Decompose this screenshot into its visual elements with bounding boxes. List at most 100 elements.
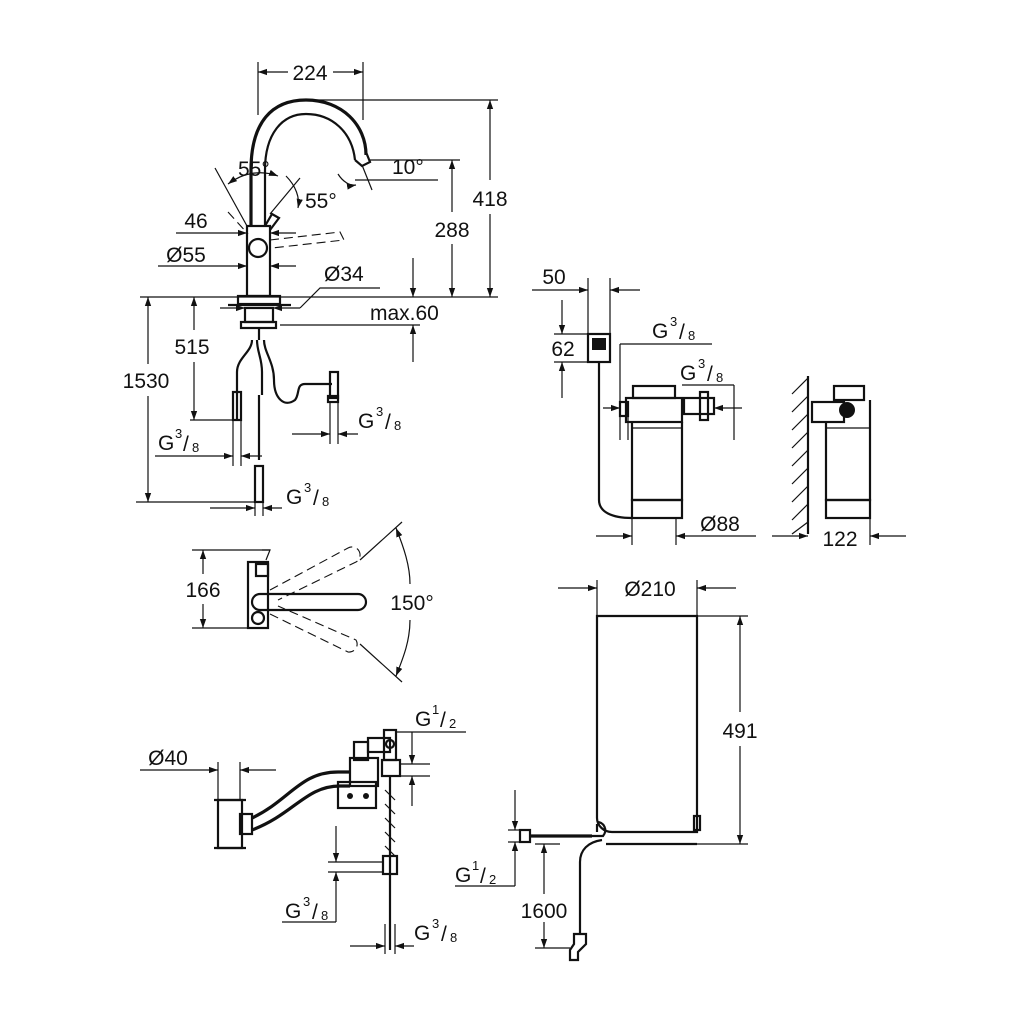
faucet-joint <box>247 237 269 259</box>
dia-210: Ø210 <box>624 578 675 601</box>
dim-515: 515 <box>174 336 209 359</box>
svg-text:/: / <box>313 487 319 510</box>
svg-text:3: 3 <box>432 916 439 931</box>
svg-text:G: G <box>415 708 431 731</box>
valve-lower-fitting <box>381 854 399 876</box>
bracket-screw-right <box>363 793 369 799</box>
thread-g38-g: G 3 / 8 <box>414 916 457 946</box>
boiler-outlet <box>592 820 607 838</box>
angle-55a: 55° <box>238 158 270 181</box>
boiler-inlet-fitting <box>518 828 532 844</box>
svg-text:8: 8 <box>192 440 199 455</box>
filter-sensor-display <box>592 338 606 350</box>
faucet-top-view: 166 150° <box>185 521 434 683</box>
hose-left <box>235 339 254 420</box>
top-view-lever <box>254 562 270 578</box>
boiler-unit: Ø210 491 G 1 / 2 1600 <box>455 578 758 962</box>
faucet-spout-tip <box>354 151 372 168</box>
filter-side-view: 122 <box>772 376 906 551</box>
svg-text:/: / <box>707 363 713 386</box>
handle-dashed-back <box>227 211 249 235</box>
valve-bracket <box>336 780 378 810</box>
dim-max60: max.60 <box>370 302 439 325</box>
angle-10: 10° <box>392 156 424 179</box>
dia-55: Ø55 <box>166 244 206 267</box>
svg-text:8: 8 <box>716 370 723 385</box>
top-view-spout-dashed-down <box>269 605 358 653</box>
top-view-lever-tip <box>262 549 271 561</box>
dim-122: 122 <box>822 528 857 551</box>
hose-right <box>262 339 332 404</box>
angle-150-arc-bottom <box>395 619 411 677</box>
filter-valve-knob <box>698 390 710 422</box>
top-view-knob <box>250 610 266 626</box>
svg-text:/: / <box>183 433 189 456</box>
handle-dashed-position <box>269 231 345 249</box>
dim-491: 491 <box>722 720 757 743</box>
drain-tee <box>216 798 244 850</box>
mounting-nut <box>243 306 275 324</box>
thread-g38-a: G 3 / 8 <box>158 426 199 456</box>
thread-g38-c: G 3 / 8 <box>286 480 329 510</box>
svg-text:G: G <box>158 432 174 455</box>
drain-hose-upper <box>251 770 350 820</box>
dim-288: 288 <box>434 219 469 242</box>
svg-text:2: 2 <box>449 716 456 731</box>
valve-body <box>348 756 380 788</box>
dim-34-leader <box>299 287 380 309</box>
dim-1600: 1600 <box>521 900 568 923</box>
filter-cartridge <box>630 422 684 502</box>
angle-55b: 55° <box>305 190 337 213</box>
angle-150: 150° <box>390 592 433 615</box>
svg-text:8: 8 <box>322 494 329 509</box>
svg-text:G: G <box>680 362 696 385</box>
svg-text:G: G <box>414 922 430 945</box>
svg-text:1: 1 <box>472 858 479 873</box>
filter-sensor-cable <box>597 362 633 520</box>
ext-55a-right <box>269 177 301 215</box>
svg-text:2: 2 <box>489 872 496 887</box>
boiler-tank <box>595 614 699 834</box>
bracket-screw-left <box>347 793 353 799</box>
boiler-plug <box>568 932 588 962</box>
side-cartridge-base <box>824 498 872 520</box>
svg-text:3: 3 <box>376 404 383 419</box>
thread-g12-a: G 1 / 2 <box>415 702 456 732</box>
svg-text:G: G <box>285 900 301 923</box>
boiler-side-tab <box>692 814 702 832</box>
faucet-spout-inner <box>263 112 357 226</box>
ext-150-top <box>359 521 403 561</box>
ext-10-line <box>361 164 373 191</box>
angle-150-arc-top <box>395 527 411 585</box>
thread-g38-f: G 3 / 8 <box>285 894 328 924</box>
faucet-body <box>245 224 272 298</box>
svg-text:/: / <box>385 411 391 434</box>
wall-hatch <box>791 377 809 535</box>
thread-g38-d: G 3 / 8 <box>652 314 695 344</box>
svg-text:3: 3 <box>698 356 705 371</box>
thread-g12-b: G 1 / 2 <box>455 858 496 888</box>
svg-text:8: 8 <box>394 418 401 433</box>
angle-10-arrow <box>337 173 357 190</box>
svg-text:G: G <box>358 410 374 433</box>
dim-224: 224 <box>292 62 327 85</box>
svg-text:3: 3 <box>304 480 311 495</box>
hose-mid <box>255 339 264 395</box>
hose-right-fitting <box>328 370 340 400</box>
svg-text:3: 3 <box>670 314 677 329</box>
ext-150-bottom <box>359 643 403 683</box>
svg-text:G: G <box>455 864 471 887</box>
svg-text:/: / <box>440 709 446 732</box>
svg-text:G: G <box>652 320 668 343</box>
dim-62: 62 <box>551 338 574 361</box>
valve-union <box>380 758 402 778</box>
valve-top-fitting-ring <box>384 738 396 750</box>
dia-40: Ø40 <box>148 747 188 770</box>
side-head-top <box>832 384 866 402</box>
svg-text:8: 8 <box>688 328 695 343</box>
dim-50: 50 <box>542 266 565 289</box>
svg-text:/: / <box>312 901 318 924</box>
svg-text:/: / <box>679 321 685 344</box>
filter-front-view: 50 62 G 3 / 8 G 3 / 8 Ø88 <box>532 266 756 545</box>
ext-55a-left <box>214 167 248 227</box>
